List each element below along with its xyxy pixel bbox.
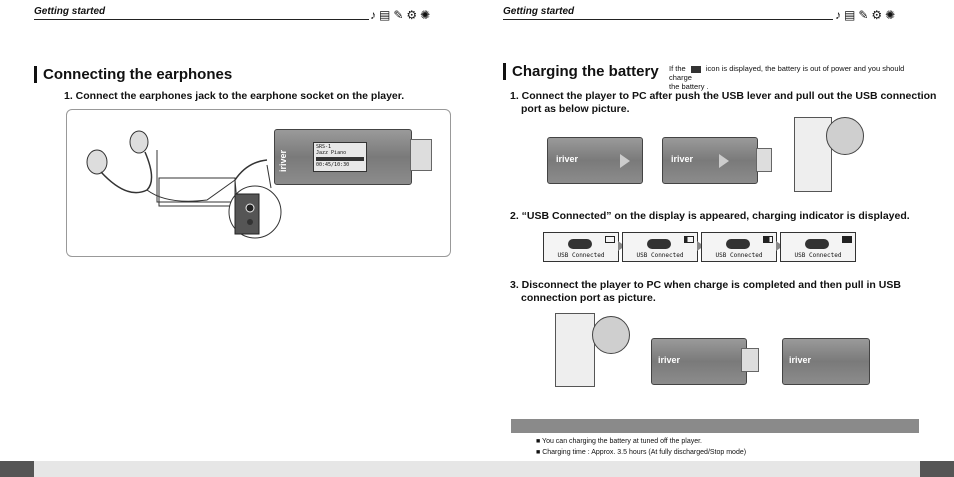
document-icon: ▤ [844, 8, 856, 22]
arrow-right-icon [620, 154, 630, 168]
gear-icon: ✺ [420, 8, 431, 22]
note-bullet-2: ■ Charging time : Approx. 3.5 hours (At … [536, 449, 747, 456]
left-step-1: 1. Connect the earphones jack to the ear… [64, 90, 405, 102]
usb-display-3: USB Connected [701, 232, 777, 262]
usb-display-1: USB Connected [543, 232, 619, 262]
usb-cable-icon [805, 239, 829, 249]
player-brand-4: iriver [789, 355, 812, 365]
player-left: iriver SRS-1 Jazz Piano 00:45/10:30 [274, 129, 412, 185]
arrow-right-icon [618, 241, 625, 251]
lcd-line-1: SRS-1 [316, 144, 332, 150]
battery-note: If the icon is displayed, the battery is… [669, 64, 921, 91]
usb-connector-left [410, 139, 432, 171]
notes-header-bar [511, 419, 919, 433]
player-lcd: SRS-1 Jazz Piano 00:45/10:30 [313, 142, 367, 172]
jack-cable [234, 159, 268, 181]
note-bullet-1: ■ You can charging the battery at tuned … [536, 438, 702, 445]
right-section-title: Charging the battery [503, 63, 659, 80]
usb-display-label-4: USB Connected [794, 252, 842, 259]
usb-display-label-2: USB Connected [636, 252, 684, 259]
usb-cable-icon [726, 239, 750, 249]
document-icon: ▤ [379, 8, 391, 22]
right-header-line [503, 19, 833, 20]
usb-connector-out [756, 148, 772, 172]
right-step-2: 2. “USB Connected” on the display is app… [510, 210, 910, 222]
satellite-icon: ⚙ [871, 8, 883, 22]
left-earbud [86, 149, 108, 175]
earbud-cable-2 [146, 150, 238, 203]
left-section-title: Connecting the earphones [34, 66, 232, 83]
player-brand-1: iriver [556, 154, 579, 164]
usb-display-label-3: USB Connected [715, 252, 763, 259]
battery-note-part2: icon is displayed, the battery is out of… [669, 64, 905, 82]
player-usb-out: iriver [662, 137, 758, 184]
battery-level-icon [605, 236, 615, 243]
cable-coil [158, 177, 236, 207]
usb-port-magnify-2 [592, 316, 630, 354]
edit-icon: ✎ [858, 8, 869, 22]
right-earbud [129, 130, 149, 154]
usb-port-magnify-1 [826, 117, 864, 155]
left-header-title: Getting started [34, 6, 106, 17]
earphone-diagram [86, 130, 282, 239]
battery-note-part3: the battery . [669, 82, 709, 91]
music-note-icon: ♪ [370, 8, 376, 22]
lcd-line-2: Jazz Piano [316, 150, 347, 156]
music-note-icon: ♪ [835, 8, 841, 22]
usb-display-4: USB Connected [780, 232, 856, 262]
right-step-3: 3. Disconnect the player to PC when char… [510, 279, 901, 291]
socket-closeup [234, 193, 260, 235]
right-step-3-cont: connection port as picture. [521, 292, 656, 304]
arrow-right-icon [697, 241, 704, 251]
usb-display-label-1: USB Connected [557, 252, 605, 259]
left-header-icons: ♪ ▤ ✎ ⚙ ✺ [370, 8, 430, 22]
earphone-illustration: iriver SRS-1 Jazz Piano 00:45/10:30 [66, 109, 451, 257]
edit-icon: ✎ [393, 8, 404, 22]
usb-display-2: USB Connected [622, 232, 698, 262]
player-brand-left: iriver [278, 149, 288, 172]
player-brand-3: iriver [658, 355, 681, 365]
pc-tower-1 [794, 117, 832, 192]
battery-level-icon [684, 236, 694, 243]
battery-empty-icon [690, 65, 701, 73]
battery-note-part1: If the [669, 64, 686, 73]
arrow-right-icon [719, 154, 729, 168]
left-header-line [34, 19, 369, 20]
right-header-title: Getting started [503, 6, 575, 17]
pc-tower-2 [555, 313, 595, 387]
player-usb-push: iriver [547, 137, 643, 184]
player-usb-in: iriver [651, 338, 747, 385]
gear-icon: ✺ [885, 8, 896, 22]
battery-level-icon [763, 236, 773, 243]
satellite-icon: ⚙ [406, 8, 418, 22]
lcd-line-3: 00:45/10:30 [316, 162, 350, 168]
usb-cable-icon [647, 239, 671, 249]
right-header-icons: ♪ ▤ ✎ ⚙ ✺ [835, 8, 895, 22]
earbud-cable-1 [100, 151, 153, 194]
right-step-1: 1. Connect the player to PC after push t… [510, 90, 937, 102]
right-page-tab [920, 461, 954, 477]
player-brand-2: iriver [671, 154, 694, 164]
left-page-tab [0, 461, 34, 477]
usb-connector-in [741, 348, 759, 372]
right-step-1-cont: port as below picture. [521, 103, 630, 115]
arrow-right-icon [776, 241, 783, 251]
page-footer [0, 461, 954, 477]
battery-level-icon [842, 236, 852, 243]
usb-cable-icon [568, 239, 592, 249]
player-usb-stowed: iriver [782, 338, 870, 385]
